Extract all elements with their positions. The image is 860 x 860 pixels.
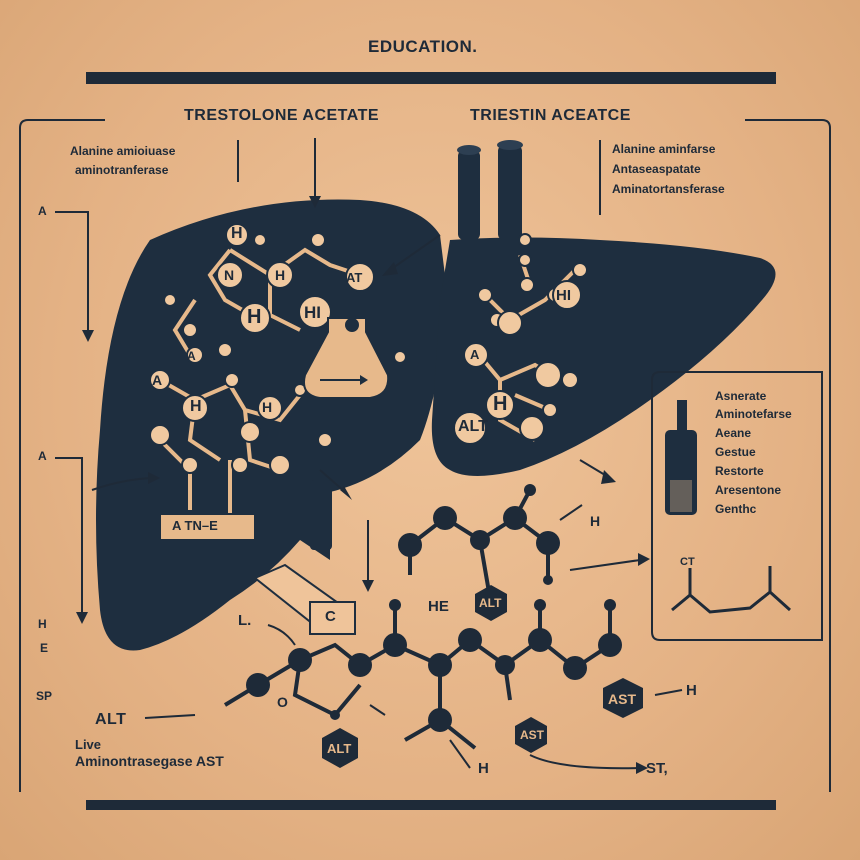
top-rule: [86, 72, 776, 84]
left-a-label-1: A: [38, 204, 47, 218]
st-label: ST,: [646, 760, 668, 777]
vessel-1: [458, 150, 480, 240]
left-sp-label: SP: [36, 689, 53, 703]
mol-ast-2: AST: [608, 691, 636, 707]
bottom-rule: [86, 800, 776, 810]
liver-molecule-nodes: [149, 223, 588, 476]
bottle: [665, 430, 697, 515]
vessel-top-1: [457, 145, 481, 155]
liver-right-lobe: [431, 237, 776, 476]
liver-a-1: A: [187, 349, 196, 363]
h-far-right-label: H: [686, 682, 697, 699]
arrowheads: [76, 196, 650, 774]
live-label: Live: [75, 737, 102, 752]
liver-hi-1: HI: [304, 303, 321, 322]
left-h-label: H: [38, 617, 47, 631]
h-right-label: H: [590, 513, 601, 529]
liver-alt: ALT: [458, 418, 488, 435]
box-structure: [671, 566, 792, 614]
liver-flask: [303, 317, 390, 399]
bottle-cap: [677, 400, 687, 430]
left-alt-label: ALT: [95, 711, 127, 728]
left-a-label-2: A: [38, 449, 47, 463]
liver-h-3: H: [247, 306, 262, 328]
aminotransferase-ast-label: Aminontrasegase AST: [75, 753, 224, 769]
flask-arrowhead: [360, 375, 368, 385]
box-label-4: Gestue: [715, 445, 756, 459]
liver-h-6: H: [493, 393, 508, 415]
liver-a-3: A: [470, 347, 480, 362]
mol-alt-2: ALT: [327, 741, 352, 756]
flask-dot: [345, 318, 359, 332]
liver-n: N: [224, 267, 235, 283]
left-frame: [19, 119, 105, 792]
right-compound-title: TRIESTIN ACEATCE: [470, 107, 631, 124]
c-box: [309, 601, 356, 635]
top-left-label-2: aminotranferase: [75, 163, 169, 177]
vessel-top-2: [497, 140, 523, 150]
liver-h-5: H: [262, 399, 273, 415]
box-label-7: Genthc: [715, 502, 757, 516]
atne-label: A TN–E: [172, 518, 218, 533]
arrows: [55, 138, 683, 770]
h-bottom-label: H: [478, 760, 489, 777]
bottle-liquid: [670, 480, 692, 512]
box-label-3: Aeane: [715, 426, 752, 440]
box-label-1: Asnerate: [715, 389, 767, 403]
liver-a-2: A: [152, 372, 163, 388]
box-label-6: Aresentone: [715, 483, 782, 497]
left-compound-title: TRESTOLONE ACETATE: [184, 107, 380, 124]
left-e-label: E: [40, 641, 49, 655]
top-right-label-3: Aminatortansferase: [612, 182, 725, 196]
vessel-2: [498, 145, 522, 240]
box-label-5: Restorte: [715, 464, 764, 478]
atne-box: [159, 513, 256, 541]
liver-h-2: H: [275, 267, 286, 283]
liver-hi-2: HI: [556, 287, 571, 304]
o-label: O: [277, 694, 288, 710]
mol-ast-1: AST: [520, 728, 544, 742]
liver-at: AT: [346, 270, 363, 285]
liver-h-4: H: [190, 398, 202, 415]
mol-alt-1: ALT: [479, 596, 502, 610]
top-right-label-1: Alanine aminfarse: [612, 142, 716, 156]
box-label-2: Aminotefarse: [715, 407, 792, 421]
page-title: EDUCATION.: [368, 37, 478, 56]
he-label: HE: [428, 598, 449, 615]
liver-h-1: H: [231, 225, 243, 242]
top-left-label-1: Alanine amioiuase: [70, 144, 176, 158]
box-ct-label: CT: [680, 556, 695, 568]
c-label: C: [325, 608, 336, 625]
hexagon-tags: [322, 585, 643, 768]
vessel-bottom: [310, 480, 332, 550]
right-info-box: [651, 371, 823, 641]
top-right-label-2: Antaseaspatate: [612, 162, 701, 176]
right-frame: [745, 119, 831, 792]
l-label: L.: [238, 612, 252, 629]
dark-molecule-nodes: [246, 484, 622, 732]
